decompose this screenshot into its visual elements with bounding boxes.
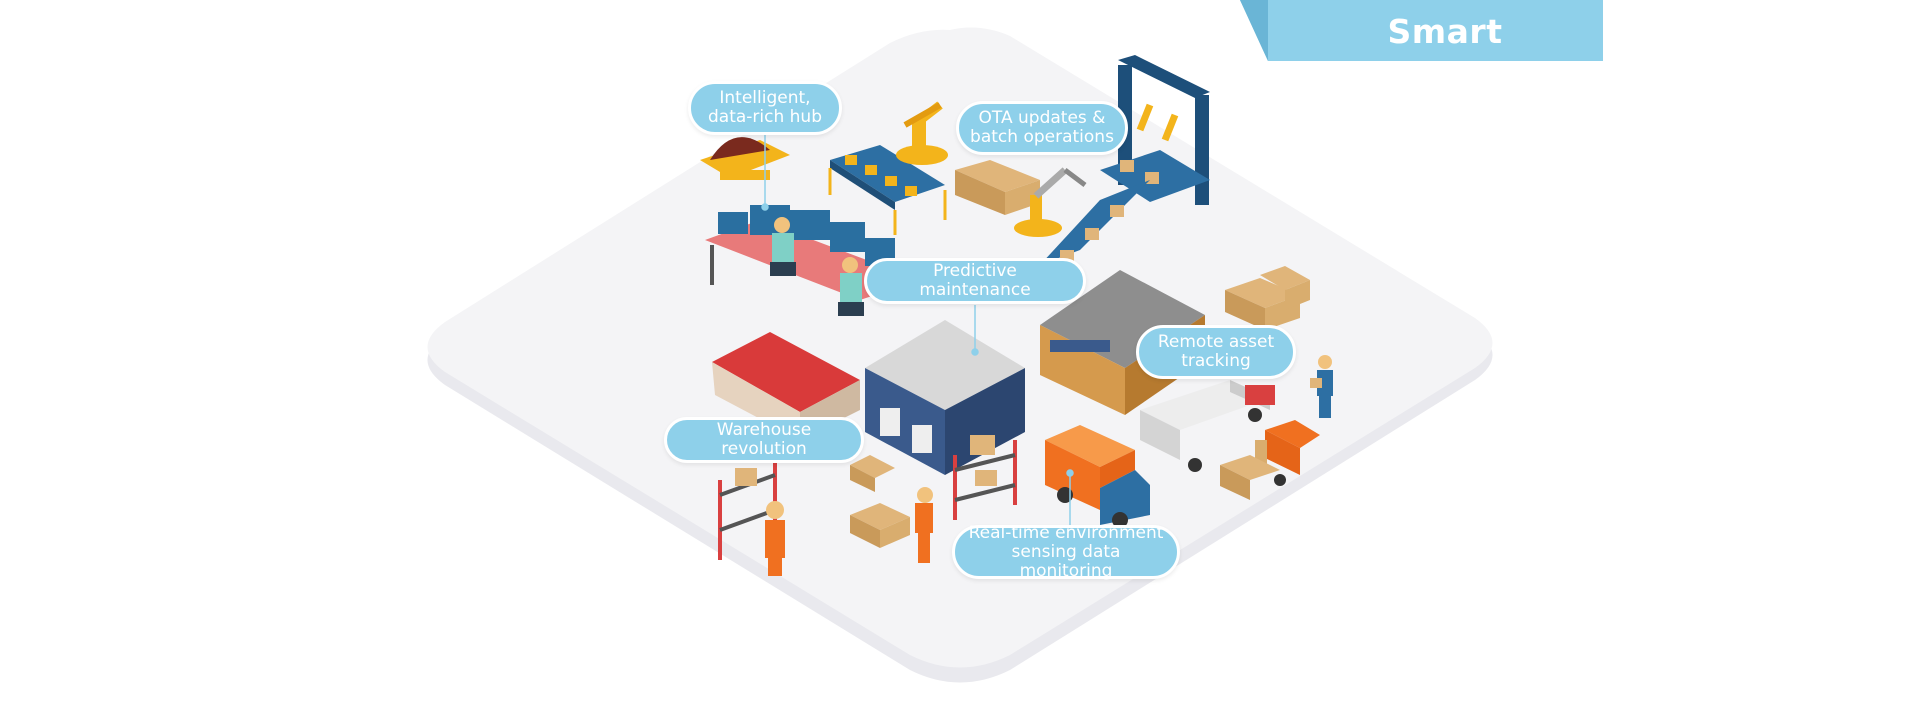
page-title: Smart Warehouse — [1338, 12, 1552, 115]
blue-warehouse — [865, 320, 1025, 475]
label-warehouse-revolution-text: Warehouse revolution — [716, 420, 812, 459]
floor-boxes — [850, 455, 933, 563]
connector-lines — [761, 132, 1074, 525]
shelving-rack-middle — [953, 435, 1017, 520]
label-ota-updates: OTA updates & batch operations — [956, 101, 1128, 155]
conveyor-belt — [828, 145, 947, 235]
label-ota-updates-text: OTA updates & batch operations — [970, 108, 1114, 147]
robotic-gantry — [1100, 55, 1210, 205]
label-predictive-maintenance-text: Predictive maintenance — [919, 261, 1031, 300]
trailer-truck — [1140, 380, 1275, 472]
label-data-hub-text: Intelligent, data-rich hub — [707, 88, 822, 127]
robot-arm-2 — [1014, 167, 1087, 237]
worker-right — [1310, 355, 1333, 418]
box-pallets — [955, 160, 1040, 215]
label-predictive-maintenance: Predictive maintenance — [864, 258, 1086, 304]
label-environment-sensing: Real-time environment sensing data monit… — [952, 522, 1180, 581]
label-warehouse-revolution: Warehouse revolution — [664, 417, 864, 463]
forklift — [1220, 420, 1320, 500]
label-remote-asset-tracking: Remote asset tracking — [1136, 325, 1296, 379]
label-data-hub: Intelligent, data-rich hub — [688, 81, 842, 135]
conveyor-belt-diagonal — [1040, 180, 1150, 265]
label-remote-asset-tracking-text: Remote asset tracking — [1157, 332, 1275, 371]
title-banner — [1240, 0, 1603, 61]
box-stacks — [1225, 266, 1310, 330]
data-hub-structure — [700, 137, 790, 180]
label-environment-sensing-text: Real-time environment sensing data monit… — [968, 522, 1164, 581]
shelving-rack-left — [718, 460, 785, 576]
robot-arm — [896, 101, 948, 165]
